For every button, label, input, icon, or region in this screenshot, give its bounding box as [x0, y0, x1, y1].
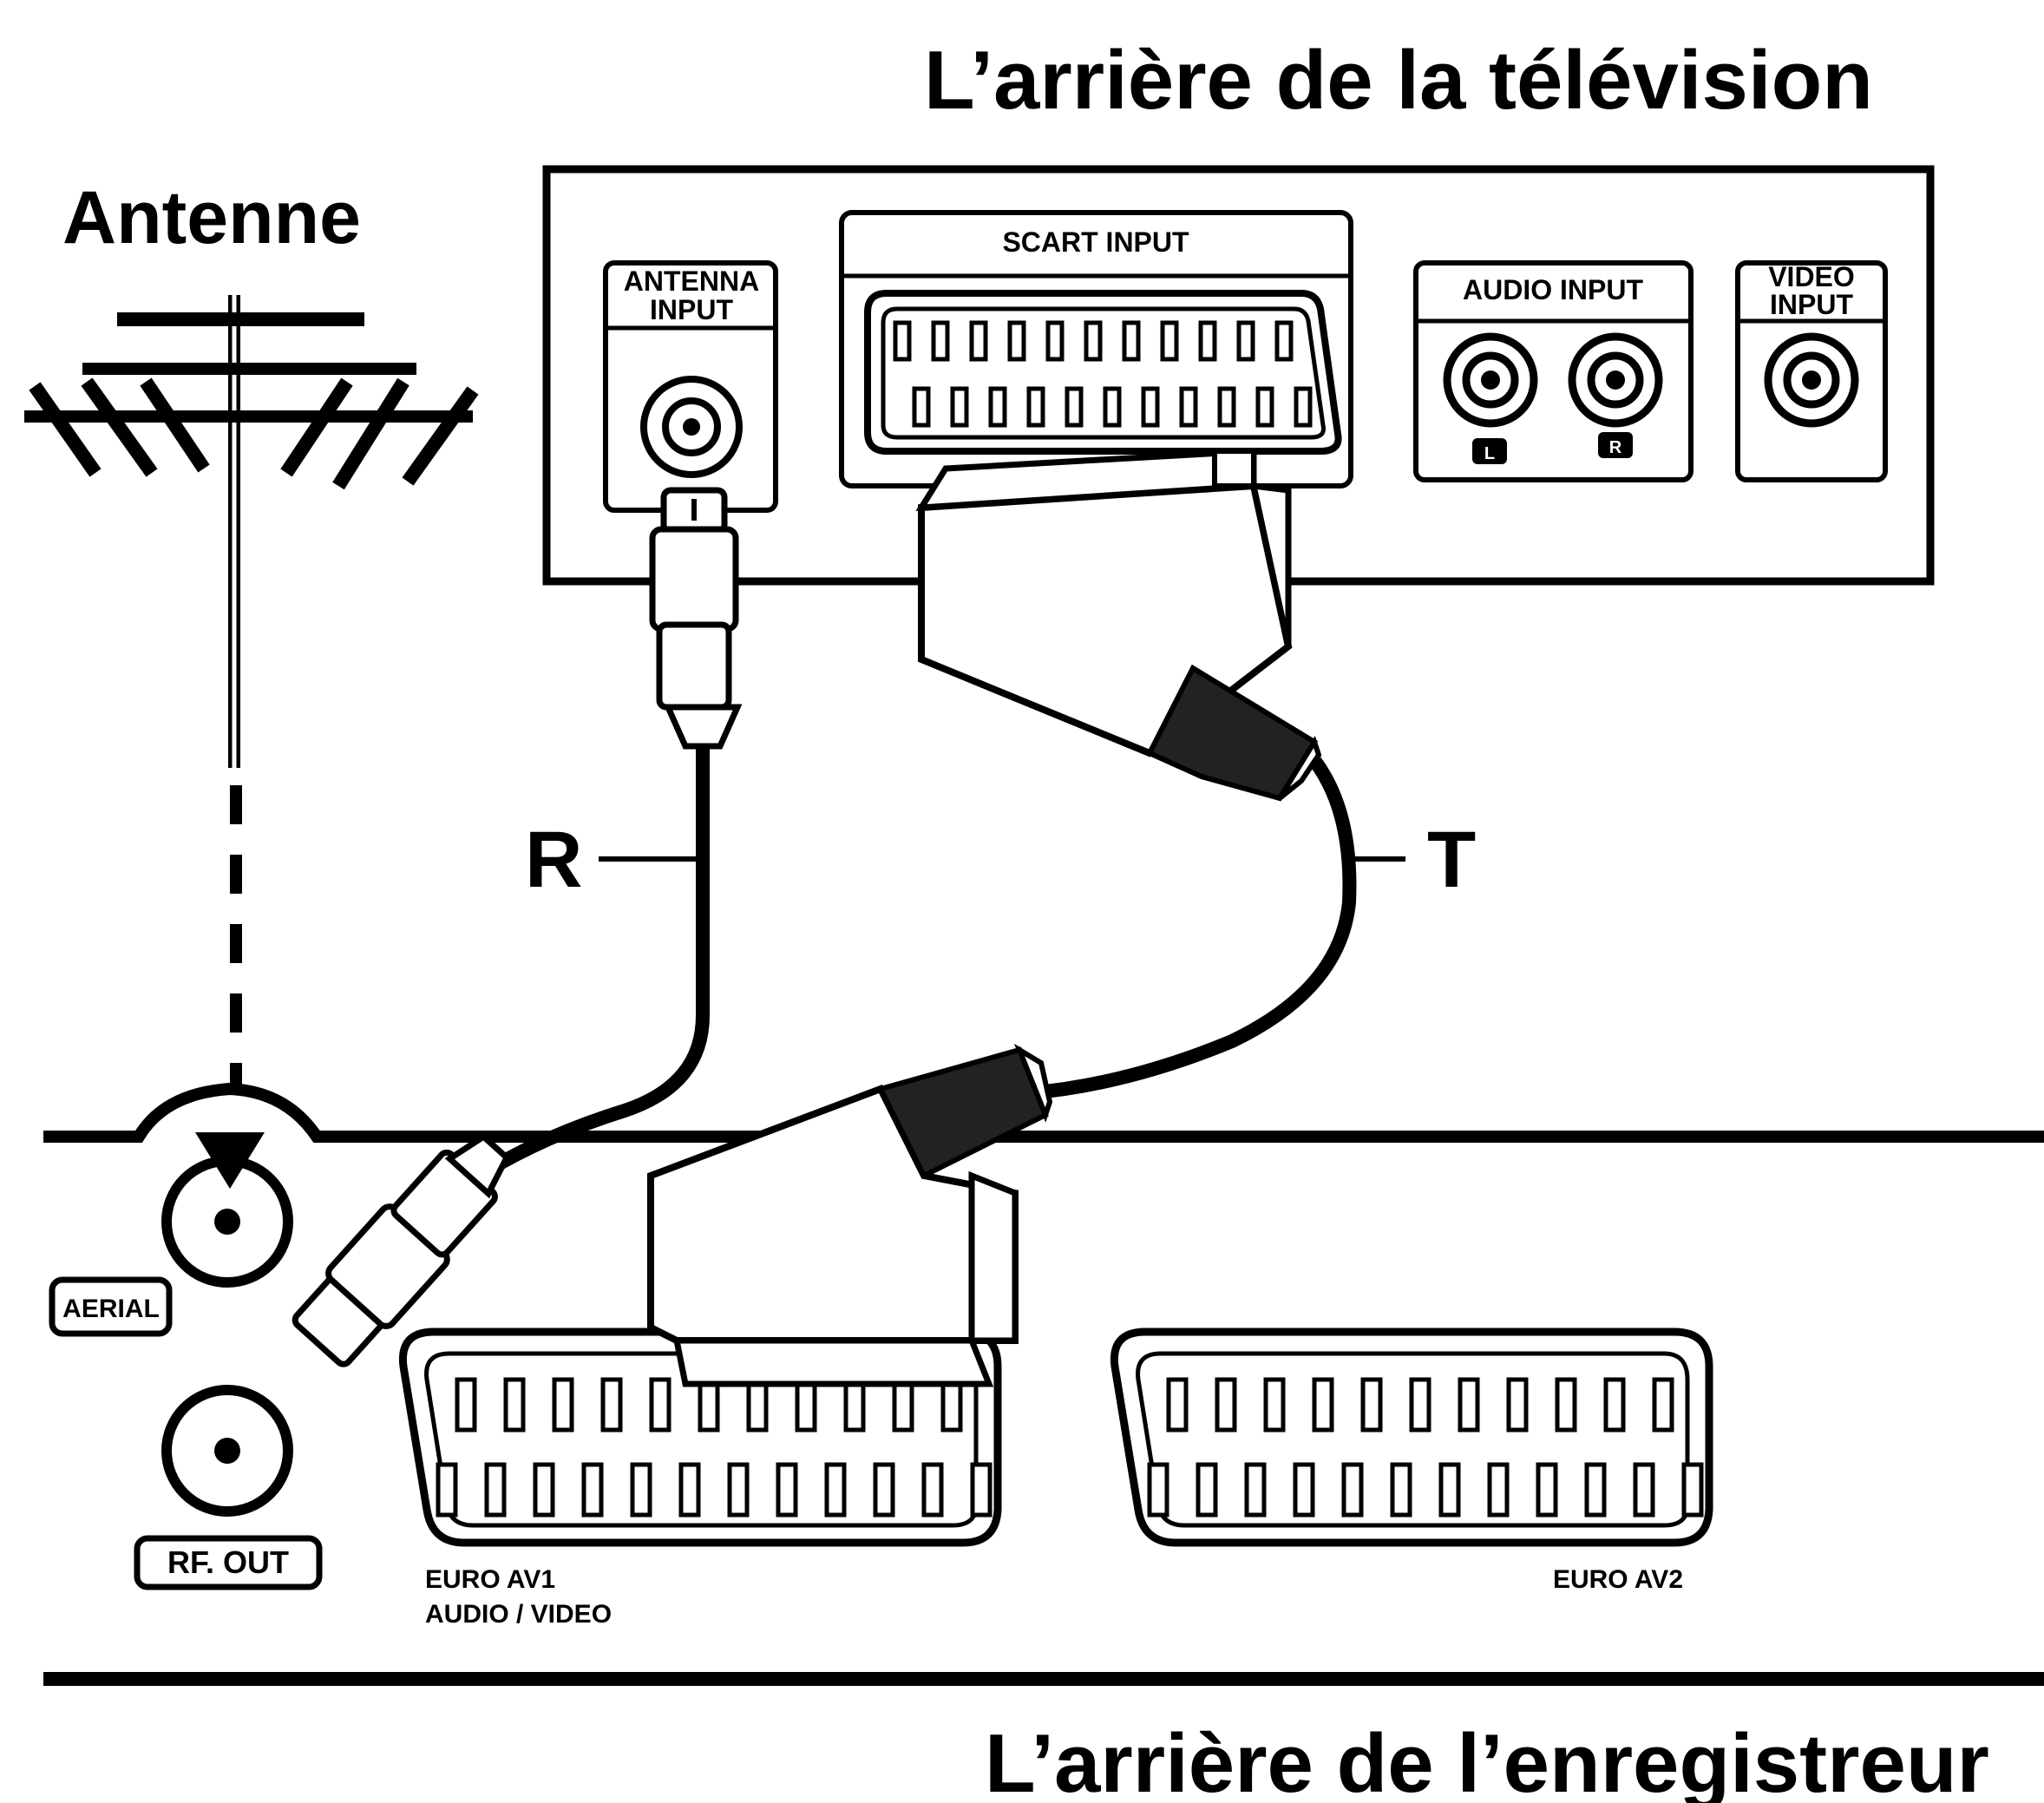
scart-pin	[1458, 1377, 1480, 1433]
euro-av2-label: EURO AV2	[1553, 1565, 1683, 1594]
antenna-icon	[24, 295, 479, 1089]
antenna-input-label-2: INPUT	[650, 294, 733, 325]
audio-left-label: L	[1484, 444, 1495, 463]
video-input-label-2: INPUT	[1770, 289, 1853, 320]
scart-pin	[1215, 1377, 1237, 1433]
tv-video-input-port	[1735, 260, 1888, 482]
antenna-title: Antenne	[62, 176, 361, 259]
scart-pin	[1141, 386, 1160, 428]
scart-pin	[921, 1462, 944, 1518]
antenna-input-label-1: ANTENNA	[624, 266, 759, 297]
scart-pin	[1536, 1462, 1558, 1518]
scart-pin	[931, 320, 950, 362]
scart-pin	[1652, 1377, 1674, 1433]
scart-pin	[1045, 320, 1065, 362]
scart-pin	[1084, 320, 1103, 362]
scart-pin	[988, 386, 1007, 428]
scart-pin	[824, 1462, 847, 1518]
euro-av1-label-2: AUDIO / VIDEO	[425, 1600, 612, 1629]
scart-pin	[746, 1377, 769, 1433]
scart-cable-label: T	[1427, 816, 1476, 904]
euro-av1-label-1: EURO AV1	[425, 1565, 555, 1594]
scart-pin	[1312, 1377, 1334, 1433]
scart-pin	[533, 1462, 555, 1518]
scart-pin	[843, 1377, 866, 1433]
recorder-back-title: L’arrière de l’enregistreur	[985, 1717, 1989, 1803]
scart-pin	[1007, 320, 1026, 362]
scart-pin	[1438, 1462, 1461, 1518]
scart-pin	[600, 1377, 623, 1433]
video-input-label-1: VIDEO	[1768, 261, 1855, 292]
scart-pin	[1506, 1377, 1529, 1433]
scart-pin	[1487, 1462, 1510, 1518]
scart-pin	[1166, 1377, 1189, 1433]
tv-scart-input-port	[839, 210, 1353, 488]
scart-pin	[1555, 1377, 1577, 1433]
scart-pin	[1255, 386, 1274, 428]
scart-pin	[455, 1377, 477, 1433]
scart-pin	[1633, 1462, 1655, 1518]
scart-pin	[940, 1377, 963, 1433]
scart-pin	[970, 1462, 993, 1518]
scart-pin	[1026, 386, 1045, 428]
scart-pin	[1341, 1462, 1364, 1518]
scart-pin	[698, 1377, 720, 1433]
scart-pin	[581, 1462, 604, 1518]
scart-pin	[873, 1462, 895, 1518]
tv-audio-input-port	[1413, 260, 1694, 482]
aerial-label: AERIAL	[62, 1295, 160, 1323]
scart-pin	[1409, 1377, 1431, 1433]
scart-pin	[1293, 1462, 1315, 1518]
rf-out-label: RF. OUT	[167, 1544, 289, 1580]
scart-pin	[1217, 386, 1236, 428]
scart-pin	[950, 386, 969, 428]
scart-pin	[1390, 1462, 1412, 1518]
scart-pin	[1065, 386, 1084, 428]
scart-pin	[1103, 386, 1122, 428]
recorder-euro-av1-port	[398, 1328, 1002, 1547]
rf-cable-label: R	[525, 816, 582, 904]
scart-pin	[1294, 386, 1313, 428]
audio-input-label: AUDIO INPUT	[1463, 274, 1643, 305]
recorder-aerial-port	[49, 1132, 293, 1337]
recorder-rf-out-port	[134, 1385, 323, 1590]
scart-pin	[1584, 1462, 1607, 1518]
scart-pin	[503, 1377, 526, 1433]
scart-pin	[552, 1377, 574, 1433]
scart-pin	[892, 1377, 914, 1433]
scart-pin	[1681, 1462, 1704, 1518]
scart-pin	[912, 386, 931, 428]
scart-pin	[436, 1462, 458, 1518]
recorder-back-panel	[43, 1082, 2044, 1686]
scart-pin	[1122, 320, 1141, 362]
recorder-euro-av2-port	[1110, 1328, 1713, 1547]
scart-pin	[727, 1462, 750, 1518]
scart-pin	[1160, 320, 1179, 362]
scart-pin	[1179, 386, 1198, 428]
scart-pin	[1244, 1462, 1267, 1518]
scart-pin	[1147, 1462, 1169, 1518]
scart-pin	[893, 320, 912, 362]
scart-cable	[647, 448, 1405, 1387]
scart-pin	[1196, 1462, 1218, 1518]
scart-pin	[1603, 1377, 1626, 1433]
scart-pin	[1263, 1377, 1286, 1433]
scart-pin	[678, 1462, 701, 1518]
scart-pin	[1360, 1377, 1383, 1433]
scart-pin	[795, 1377, 817, 1433]
scart-pin	[969, 320, 988, 362]
scart-pin	[484, 1462, 507, 1518]
scart-pin	[1274, 320, 1294, 362]
scart-pin	[649, 1377, 672, 1433]
scart-pin	[776, 1462, 798, 1518]
scart-pin	[1236, 320, 1255, 362]
scart-input-label: SCART INPUT	[1002, 226, 1189, 258]
audio-right-label: R	[1609, 438, 1622, 457]
rf-cable	[292, 487, 743, 1367]
scart-pin	[630, 1462, 652, 1518]
scart-pin	[1198, 320, 1217, 362]
tv-back-title: L’arrière de la télévision	[924, 34, 1873, 127]
